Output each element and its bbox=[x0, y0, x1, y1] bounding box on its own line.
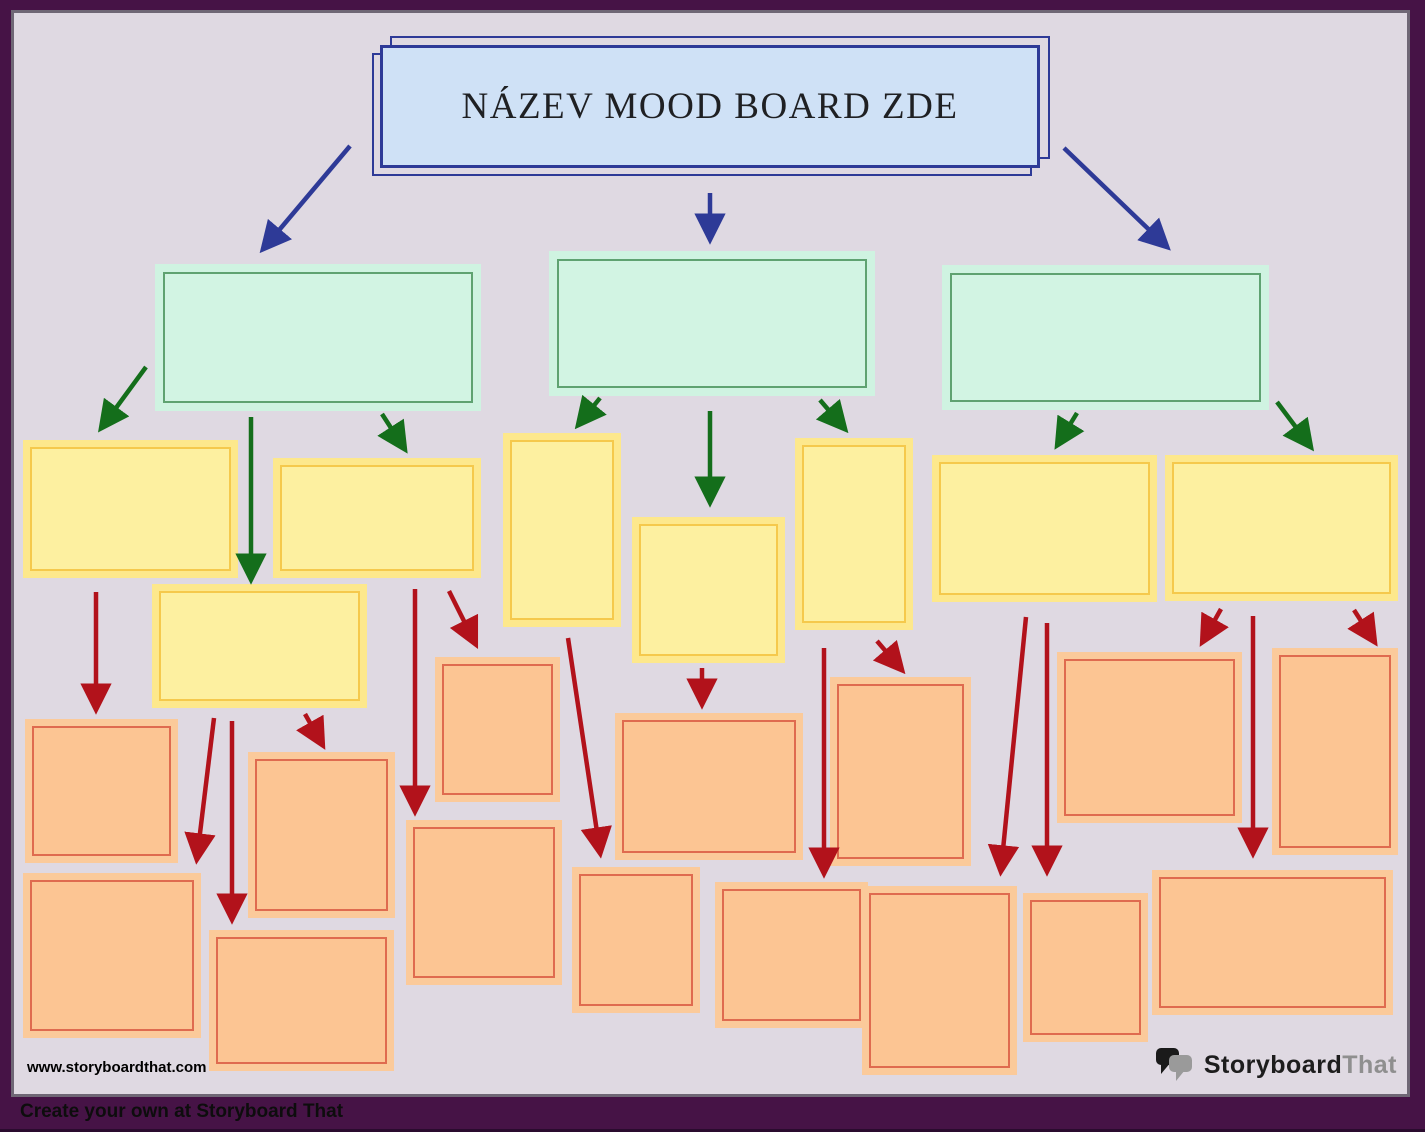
category-frame-center[interactable] bbox=[549, 251, 875, 396]
category-frame-right[interactable] bbox=[942, 265, 1269, 410]
category-frame-left[interactable] bbox=[155, 264, 481, 411]
image-frame-9[interactable] bbox=[715, 882, 868, 1028]
speech-bubbles-icon bbox=[1155, 1048, 1192, 1081]
image-frame-1-inner bbox=[32, 726, 171, 856]
image-frame-15[interactable] bbox=[1272, 648, 1398, 855]
image-frame-11[interactable] bbox=[862, 886, 1017, 1075]
image-frame-10-inner bbox=[837, 684, 964, 859]
subcategory-frame-4[interactable] bbox=[632, 517, 785, 663]
watermark-url: www.storyboardthat.com bbox=[27, 1059, 207, 1076]
image-frame-12-inner bbox=[1030, 900, 1141, 1035]
subcategory-frame-5-inner bbox=[802, 445, 906, 623]
image-frame-3[interactable] bbox=[248, 752, 395, 918]
image-frame-1[interactable] bbox=[25, 719, 178, 863]
category-frame-left-inner bbox=[163, 272, 473, 403]
image-frame-8[interactable] bbox=[615, 713, 803, 860]
image-frame-4[interactable] bbox=[209, 930, 394, 1071]
image-frame-13-inner bbox=[1064, 659, 1235, 816]
image-frame-14[interactable] bbox=[1152, 870, 1393, 1015]
subcategory-frame-4-inner bbox=[639, 524, 778, 656]
image-frame-8-inner bbox=[622, 720, 796, 853]
image-frame-7[interactable] bbox=[572, 867, 700, 1013]
category-frame-center-inner bbox=[557, 259, 867, 388]
image-frame-7-inner bbox=[579, 874, 693, 1006]
image-frame-11-inner bbox=[869, 893, 1010, 1068]
mood-board-title-box[interactable]: NÁZEV MOOD BOARD ZDE bbox=[380, 45, 1040, 168]
storyboardthat-logo: StoryboardThat bbox=[1155, 1048, 1397, 1082]
subcategory-frame-2-inner bbox=[280, 465, 474, 571]
logo-text-secondary: That bbox=[1342, 1050, 1397, 1079]
mood-board-title-text: NÁZEV MOOD BOARD ZDE bbox=[461, 86, 959, 127]
image-frame-13[interactable] bbox=[1057, 652, 1242, 823]
image-frame-5[interactable] bbox=[435, 657, 560, 802]
image-frame-10[interactable] bbox=[830, 677, 971, 866]
subcategory-frame-3-inner bbox=[510, 440, 614, 620]
image-frame-5-inner bbox=[442, 664, 553, 795]
image-frame-4-inner bbox=[216, 937, 387, 1064]
subcategory-frame-1-inner bbox=[30, 447, 231, 571]
subcategory-frame-8[interactable] bbox=[152, 584, 367, 708]
logo-text-primary: Storyboard bbox=[1203, 1050, 1343, 1079]
subcategory-frame-2[interactable] bbox=[273, 458, 481, 578]
image-frame-9-inner bbox=[722, 889, 861, 1021]
subcategory-frame-3[interactable] bbox=[503, 433, 621, 627]
subcategory-frame-5[interactable] bbox=[795, 438, 913, 630]
image-frame-6-inner bbox=[413, 827, 555, 978]
image-frame-6[interactable] bbox=[406, 820, 562, 985]
logo-wordmark: StoryboardThat bbox=[1204, 1051, 1397, 1080]
image-frame-2-inner bbox=[30, 880, 194, 1031]
subcategory-frame-7-inner bbox=[1172, 462, 1391, 594]
subcategory-frame-6-inner bbox=[939, 462, 1150, 595]
footer-cta-text: Create your own at Storyboard That bbox=[20, 1101, 344, 1122]
category-frame-right-inner bbox=[950, 273, 1261, 402]
image-frame-3-inner bbox=[255, 759, 388, 911]
image-frame-15-inner bbox=[1279, 655, 1391, 848]
image-frame-12[interactable] bbox=[1023, 893, 1148, 1042]
image-frame-14-inner bbox=[1159, 877, 1386, 1008]
subcategory-frame-8-inner bbox=[159, 591, 360, 701]
image-frame-2[interactable] bbox=[23, 873, 201, 1038]
subcategory-frame-6[interactable] bbox=[932, 455, 1157, 602]
subcategory-frame-7[interactable] bbox=[1165, 455, 1398, 601]
subcategory-frame-1[interactable] bbox=[23, 440, 238, 578]
